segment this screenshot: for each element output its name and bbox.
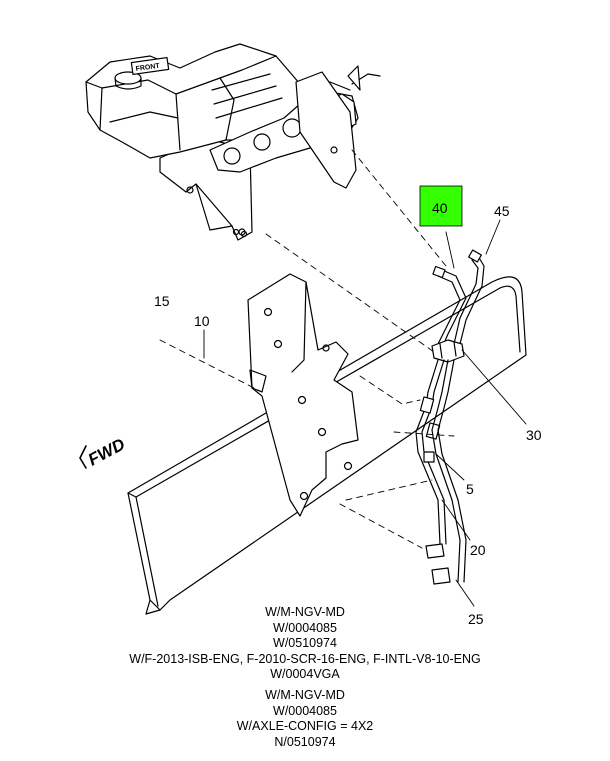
application-notes-1: W/M-NGV-MD W/0004085 W/0510974 W/F-2013-…: [0, 605, 610, 683]
fwd-label: FWD: [85, 435, 128, 470]
callout-15: 15: [154, 293, 170, 309]
callout-40-highlight: [419, 185, 463, 227]
note-line: W/0004085: [273, 620, 337, 635]
brake-line-25: [425, 359, 467, 585]
note-line: W/0004085: [273, 703, 337, 718]
fwd-arrow-icon: [79, 445, 87, 469]
callout-25: 25: [468, 611, 484, 627]
brake-line-40: [432, 265, 467, 349]
note-line: W/0004VGA: [270, 667, 340, 681]
callout-10: 10: [194, 313, 210, 329]
reservoir-cap-lettering: FRONT: [135, 63, 161, 73]
note-line: W/AXLE-CONFIG = 4X2: [236, 719, 374, 733]
callout-30: 30: [526, 427, 542, 443]
application-notes-2: W/M-NGV-MD W/0004085 W/AXLE-CONFIG = 4X2…: [0, 688, 610, 750]
callout-45: 45: [494, 203, 510, 219]
brake-reservoir-assembly: [85, 43, 381, 241]
brake-line-45: [453, 249, 485, 345]
brake-line-20: [415, 359, 447, 545]
note-line: W/0510974: [273, 636, 337, 650]
mounting-bracket: [247, 273, 359, 517]
clip-30: [431, 339, 465, 363]
callout-40: 40: [432, 200, 448, 216]
callout-5: 5: [466, 481, 474, 497]
note-line: W/F-2013-ISB-ENG, F-2010-SCR-16-ENG, F-I…: [129, 651, 481, 666]
note-line: N/0510974: [274, 734, 336, 749]
note-line: W/M-NGV-MD: [265, 688, 345, 702]
routing-lines: [159, 149, 455, 549]
note-line: W/M-NGV-MD: [265, 605, 345, 619]
callout-20: 20: [470, 542, 486, 558]
leader-lines: [203, 219, 527, 607]
